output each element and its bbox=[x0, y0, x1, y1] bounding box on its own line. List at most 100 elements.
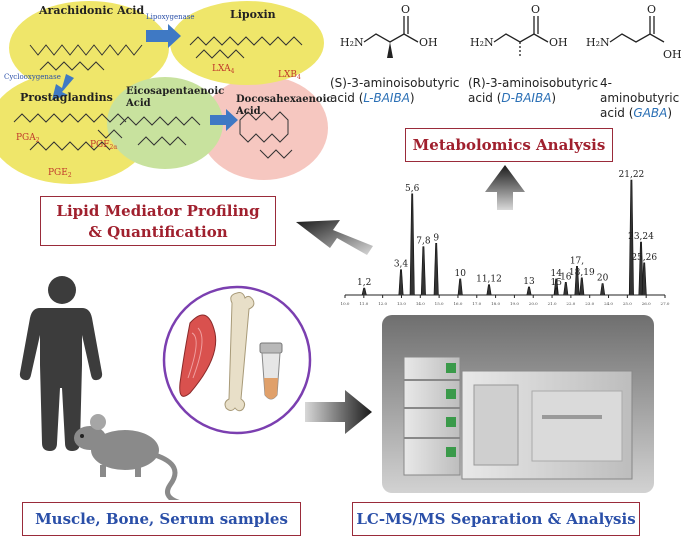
chromatogram-peak-label: 13 bbox=[523, 277, 535, 287]
epa-blob bbox=[107, 77, 223, 169]
chromatogram-peak bbox=[433, 242, 439, 296]
epa-structure bbox=[119, 116, 201, 126]
lxa-label: LXA4 bbox=[212, 64, 235, 75]
chromatogram-peak bbox=[526, 286, 532, 296]
pga-label: PGA2 bbox=[16, 133, 40, 144]
chromatogram-peak bbox=[409, 193, 415, 296]
chromatogram-peak bbox=[628, 179, 634, 296]
human-silhouette bbox=[19, 276, 103, 451]
chromatogram-peak-label: 16 bbox=[560, 272, 572, 282]
lipid-profiling-line1: Lipid Mediator Profiling bbox=[56, 202, 260, 220]
lipid-profiling-line2: & Quantification bbox=[88, 223, 228, 241]
prostaglandin-structure bbox=[13, 113, 127, 123]
chromatogram-tick-label: 15.0 bbox=[435, 301, 444, 306]
lipoxin-structure bbox=[189, 36, 303, 46]
chromatogram-tick-label: 16.0 bbox=[453, 301, 462, 306]
chromatogram-tick-label: 27.0 bbox=[661, 301, 670, 306]
chromatogram-tick-label: 14.0 bbox=[416, 301, 425, 306]
chromatogram-peak-label: 25,26 bbox=[631, 253, 657, 263]
svg-text:H₂N: H₂N bbox=[470, 36, 494, 49]
subject-silhouettes bbox=[19, 276, 180, 500]
diagonal-arrow bbox=[296, 220, 373, 255]
sample-circle bbox=[162, 285, 312, 435]
prostaglandins-label: Prostaglandins bbox=[20, 91, 113, 104]
prostaglandin-structure-2 bbox=[29, 141, 111, 151]
svg-text:OH: OH bbox=[663, 48, 682, 61]
chromatogram-tick-label: 23.0 bbox=[585, 301, 594, 306]
svg-text:OH: OH bbox=[419, 36, 438, 49]
d-baiba-caption: (R)-3-aminoisobutyric acid (D-BAIBA) bbox=[468, 76, 599, 105]
chromatogram-tick-label: 18.0 bbox=[491, 301, 500, 306]
dha-label-1: Docosahexaenoic bbox=[236, 94, 332, 105]
chromatogram-peak bbox=[361, 287, 367, 296]
chromatogram-peak-label: 15 bbox=[550, 278, 562, 288]
chromatogram-tick-label: 25.0 bbox=[623, 301, 632, 306]
chromatogram-tick-label: 19.0 bbox=[510, 301, 519, 306]
lipid-pathway-diagram: Arachidonic Acid Lipoxin Lipoxygenase Cy… bbox=[0, 1, 332, 184]
chromatogram-peak bbox=[486, 284, 492, 296]
prostaglandin-structure-3 bbox=[97, 129, 123, 139]
chromatogram-peak bbox=[420, 246, 426, 296]
muscle-icon bbox=[179, 314, 217, 397]
chromatogram-peak-label: 3,4 bbox=[394, 260, 409, 270]
chromatogram-peak-label: 1,2 bbox=[357, 278, 371, 288]
mouse-silhouette bbox=[74, 414, 180, 500]
lipoxygenase-label: Lipoxygenase bbox=[146, 13, 195, 21]
chromatogram-peak-label: 5,6 bbox=[405, 184, 420, 194]
right-arrow bbox=[305, 390, 372, 434]
chromatogram-peak-label: 10 bbox=[454, 269, 466, 279]
arachidonic-structure bbox=[29, 44, 143, 56]
epa-structure-2 bbox=[137, 136, 187, 146]
svg-text:O: O bbox=[531, 3, 540, 16]
arachidonic-blob bbox=[9, 1, 169, 95]
chromatogram-peak-label: 7,8 bbox=[416, 237, 431, 247]
chromatogram-peak-label: 9 bbox=[433, 233, 439, 243]
chromatogram-peak bbox=[641, 262, 647, 296]
chromatogram-peak-label: 17, bbox=[570, 256, 584, 266]
bone-icon bbox=[224, 292, 255, 412]
chromatogram-peak bbox=[574, 265, 580, 296]
lipoxin-structure-2 bbox=[195, 49, 245, 59]
mass-spectrometer bbox=[461, 370, 633, 480]
svg-text:O: O bbox=[401, 3, 410, 16]
arachidonic-label: Arachidonic Acid bbox=[38, 4, 144, 17]
serum-tube-icon bbox=[259, 342, 283, 400]
chromatogram-tick-label: 21.0 bbox=[548, 301, 557, 306]
chromatogram-peak bbox=[563, 282, 569, 296]
molecule-structures: H₂N O OH H₂N O OH H₂N O OH bbox=[340, 3, 682, 61]
svg-text:H₂N: H₂N bbox=[340, 36, 364, 49]
l-baiba-structure: H₂N O OH bbox=[340, 3, 438, 58]
epa-to-dha-arrow bbox=[210, 109, 238, 131]
chromatogram-tick-label: 11.0 bbox=[359, 301, 368, 306]
chromatogram-peak bbox=[553, 287, 559, 296]
chromatogram-tick-label: 12.0 bbox=[378, 301, 387, 306]
epa-label-1: Eicosapentaenoic bbox=[126, 86, 224, 97]
dha-blob bbox=[200, 76, 328, 180]
chromatogram-tick-label: 20.0 bbox=[529, 301, 538, 306]
chromatogram-peak-label: 23,24 bbox=[628, 232, 654, 242]
chromatogram-peak bbox=[398, 269, 404, 296]
lcms-box: LC-MS/MS Separation & Analysis bbox=[352, 502, 640, 536]
chromatogram-tick-label: 24.0 bbox=[604, 301, 613, 306]
chromatogram-peak bbox=[457, 278, 463, 296]
epa-label-2: Acid bbox=[125, 98, 151, 109]
chromatogram-peak-label: 11,12 bbox=[476, 275, 502, 285]
gaba-structure: H₂N O OH bbox=[586, 3, 682, 61]
metabolomics-analysis-box: Metabolomics Analysis bbox=[405, 128, 613, 162]
chromatogram-tick-label: 26.0 bbox=[642, 301, 651, 306]
dha-label-2: Acid bbox=[235, 106, 261, 117]
cyclooxygenase-label: Cyclooxygenase bbox=[4, 73, 61, 81]
cyclooxygenase-arrow bbox=[52, 74, 74, 100]
pge-label: PGE2 bbox=[48, 168, 72, 179]
chromatogram-tick-label: 10.0 bbox=[341, 301, 350, 306]
up-arrow bbox=[485, 165, 525, 210]
chromatogram-peak bbox=[638, 241, 644, 296]
svg-text:H₂N: H₂N bbox=[586, 36, 610, 49]
prostaglandin-blob bbox=[0, 72, 152, 184]
lcms-instrument-photo bbox=[382, 315, 654, 493]
lipid-profiling-box: Lipid Mediator Profiling & Quantificatio… bbox=[40, 196, 276, 246]
samples-box: Muscle, Bone, Serum samples bbox=[22, 502, 301, 536]
chromatogram-peak-label: 21,22 bbox=[619, 170, 645, 180]
